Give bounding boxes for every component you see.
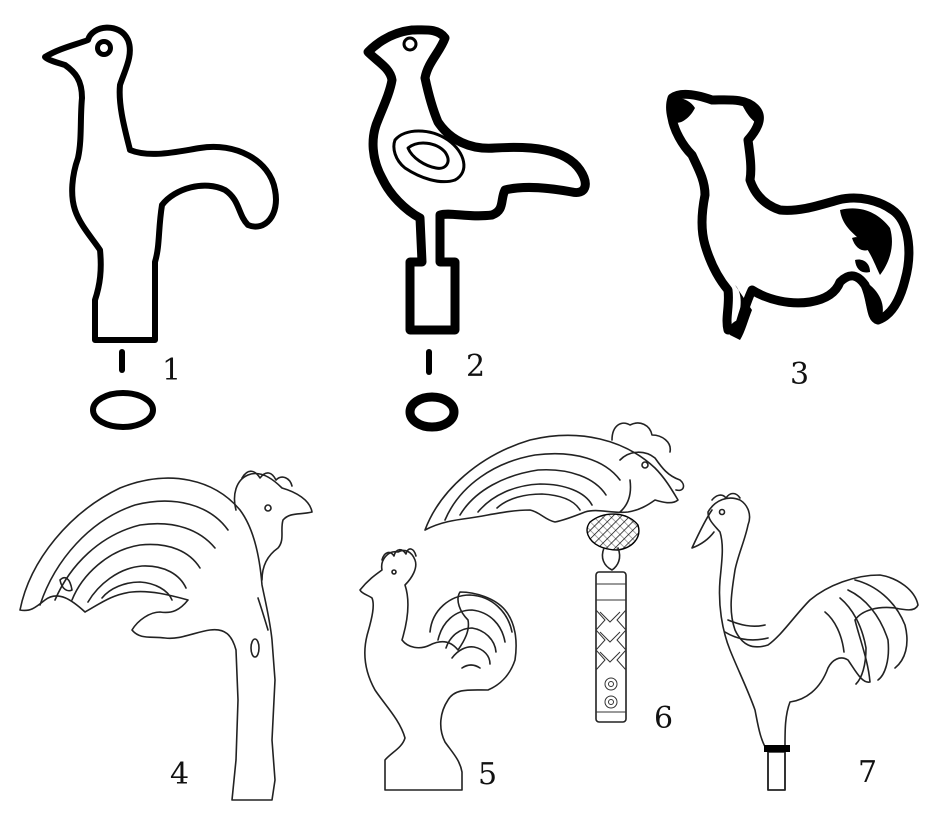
figure-7-rooster-on-post xyxy=(691,492,919,791)
figure-4-rooster-with-fan-tail xyxy=(19,470,313,801)
figure-4-label: 4 xyxy=(170,757,190,792)
figure-5-small-rooster-figurine xyxy=(359,548,517,791)
figure-3-rooster-silhouette xyxy=(666,89,914,340)
figure-5-label: 5 xyxy=(478,757,498,792)
figure-7-label: 7 xyxy=(858,755,878,790)
figure-3-label: 3 xyxy=(790,357,810,392)
figure-6-rooster-on-decorated-staff xyxy=(424,422,685,723)
figure-1-bird-finial xyxy=(42,24,279,430)
figure-2-label: 2 xyxy=(466,349,486,384)
figure-2-bird-finial xyxy=(363,25,590,432)
figure-1-label: 1 xyxy=(162,353,182,388)
figure-6-label: 6 xyxy=(654,701,674,736)
